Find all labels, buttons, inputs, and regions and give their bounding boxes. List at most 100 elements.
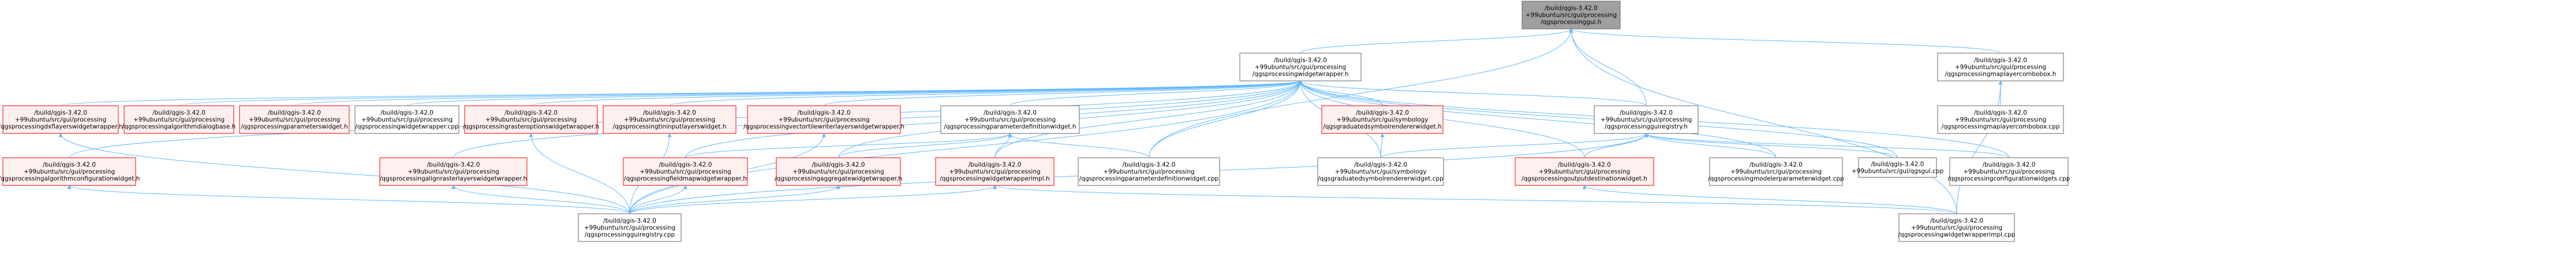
node-qgsprocessingtininputlayerswidget-h[interactable]: /build/qgis-3.42.0+99ubuntu/src/gui/proc… [603, 105, 736, 134]
node-label-line: /qgsprocessingtininputlayerswidget.h [613, 124, 727, 131]
node-qgsprocessingaggregatewidgetwrapper-h[interactable]: /build/qgis-3.42.0+99ubuntu/src/gui/proc… [775, 157, 902, 186]
node-qgsprocessingvectortilewriterlayerswidgetwrapper-h[interactable]: /build/qgis-3.42.0+99ubuntu/src/gui/proc… [743, 105, 904, 134]
node-label-line: /qgsprocessingrasteroptionswidgetwrapper… [463, 124, 599, 131]
node-qgsprocessingguiregistry-h[interactable]: /build/qgis-3.42.0+99ubuntu/src/gui/proc… [1594, 105, 1699, 134]
node-qgsprocessingmodelerparameterwidget-cpp[interactable]: /build/qgis-3.42.0+99ubuntu/src/gui/proc… [1708, 157, 1844, 186]
node-label-line: +99ubuntu/src/gui/processing [1911, 225, 2002, 232]
edge-n18-to-n25 [629, 185, 997, 214]
edge-n1-to-n3 [60, 80, 1302, 106]
node-label-line: /build/qgis-3.42.0 [1356, 110, 1409, 117]
node-qgsprocessinggui-h[interactable]: /build/qgis-3.42.0+99ubuntu/src/gui/proc… [1521, 1, 1621, 29]
node-label-line: +99ubuntu/src/gui/symbology [1335, 169, 1427, 176]
node-qgsprocessingalgorithmdialogbase-h[interactable]: /build/qgis-3.42.0+99ubuntu/src/gui/proc… [122, 105, 236, 134]
edge-n1-to-n5 [294, 80, 1302, 106]
edge-n12-to-n21 [1584, 133, 1648, 158]
node-label-line: /qgsgraduatedsymbolrendererwidget.h [1323, 124, 1441, 131]
node-label-line: +99ubuntu/src/gui/processing [24, 169, 115, 176]
node-label-line: /qgsprocessingguiregistry.cpp [585, 232, 675, 239]
node-qgsprocessingmaplayercombobox-h[interactable]: /build/qgis-3.42.0+99ubuntu/src/gui/proc… [1937, 53, 2064, 81]
node-qgsprocessingparameterswidget-h[interactable]: /build/qgis-3.42.0+99ubuntu/src/gui/proc… [239, 105, 350, 134]
node-label-line: +99ubuntu/src/gui/processing [1526, 12, 1617, 19]
node-label-line: +99ubuntu/src/gui/processing [485, 117, 577, 124]
node-box [124, 105, 234, 134]
node-box [464, 105, 598, 134]
node-label-line: +99ubuntu/src/gui/processing [1539, 169, 1630, 176]
edge-n7-to-n25 [529, 133, 630, 214]
node-box [1709, 157, 1843, 186]
node-label-line: /qgsprocessingparameterdefinitionwidget.… [1079, 176, 1219, 183]
node-label-line: +99ubuntu/src/gui/processing [778, 117, 869, 124]
node-box [1594, 105, 1699, 134]
edge-n1-to-n4 [178, 80, 1302, 106]
node-qgsgraduatedsymbolrendererwidget-h[interactable]: /build/qgis-3.42.0+99ubuntu/src/gui/symb… [1321, 105, 1444, 134]
node-label-line: +99ubuntu/src/gui/processing [1963, 169, 2054, 176]
node-qgsprocessingfieldmapwidgetwrapper-h[interactable]: /build/qgis-3.42.0+99ubuntu/src/gui/proc… [623, 157, 748, 186]
node-qgsprocessingwidgetwrapper-cpp[interactable]: /build/qgis-3.42.0+99ubuntu/src/gui/proc… [354, 105, 459, 134]
node-label-line: /build/qgis-3.42.0 [1974, 57, 2027, 64]
node-qgsprocessingconfigurationwidgets-cpp[interactable]: /build/qgis-3.42.0+99ubuntu/src/gui/proc… [1948, 157, 2070, 186]
node-label-line: /build/qgis-3.42.0 [1871, 161, 1924, 168]
node-qgsprocessingwidgetwrapperimpl-cpp[interactable]: /build/qgis-3.42.0+99ubuntu/src/gui/proc… [1898, 213, 2016, 242]
node-box [2, 157, 136, 186]
node-label-line: +99ubuntu/src/gui/processing [1730, 169, 1822, 176]
node-box [940, 105, 1080, 134]
node-label-line: /build/qgis-3.42.0 [1620, 110, 1673, 117]
node-label-line: +99ubuntu/src/gui/symbology [1337, 117, 1429, 124]
node-box [1898, 213, 2015, 242]
node-qgsprocessingalignrasterlayerswidgetwrapper-h[interactable]: /build/qgis-3.42.0+99ubuntu/src/gui/proc… [379, 157, 528, 186]
node-box [379, 157, 528, 186]
node-box [1937, 53, 2064, 81]
node-qgsgraduatedsymbolrendererwidget-cpp[interactable]: /build/qgis-3.42.0+99ubuntu/src/gui/symb… [1317, 157, 1444, 186]
edge-n1-to-n8 [669, 80, 1303, 106]
edge-n16-to-n25 [629, 185, 687, 214]
edge-n10-to-n17 [838, 133, 1012, 158]
node-label-line: /build/qgis-3.42.0 [984, 110, 1037, 117]
node-qgsprocessingalgorithmconfigurationwidget-h[interactable]: /build/qgis-3.42.0+99ubuntu/src/gui/proc… [0, 157, 140, 186]
node-label-line: /build/qgis-3.42.0 [1274, 57, 1327, 64]
node-box [747, 105, 901, 134]
node-label-line: +99ubuntu/src/gui/processing [792, 169, 884, 176]
edge-n1-to-n10 [1010, 80, 1303, 106]
node-box [1949, 157, 2069, 186]
edge-n1-to-n6 [406, 80, 1303, 106]
node-label-line: /build/qgis-3.42.0 [43, 162, 96, 169]
node-label-line: /build/qgis-3.42.0 [1749, 162, 1803, 169]
node-label-line: /build/qgis-3.42.0 [659, 162, 712, 169]
node-label-line: /qgsprocessingvectortilewriterlayerswidg… [743, 124, 904, 131]
edge-n1-to-n22 [1298, 80, 1777, 158]
node-label-line: /qgsprocessingguiregistry.h [1605, 124, 1688, 131]
node-qgsprocessingdxflayerswidgetwrapper-h[interactable]: /build/qgis-3.42.0+99ubuntu/src/gui/proc… [0, 105, 123, 134]
node-label-line: /qgsprocessingfieldmapwidgetwrapper.h [624, 176, 747, 183]
edge-n1-to-n19 [1149, 80, 1303, 158]
edge-n0-to-n26 [1569, 28, 1957, 214]
node-qgsprocessingwidgetwrapperimpl-h[interactable]: /build/qgis-3.42.0+99ubuntu/src/gui/proc… [935, 157, 1055, 186]
node-qgsprocessingrasteroptionswidgetwrapper-h[interactable]: /build/qgis-3.42.0+99ubuntu/src/gui/proc… [463, 105, 599, 134]
edge-n0-to-n12 [1569, 28, 1647, 106]
node-label-line: +99ubuntu/src/gui/processing [1955, 64, 2046, 71]
node-label-line: /build/qgis-3.42.0 [812, 162, 865, 169]
edge-n12-to-n22 [1644, 133, 1777, 158]
edge-n21-to-n26 [1582, 185, 1957, 214]
node-label-line: /qgsprocessingalgorithmdialogbase.h [122, 124, 236, 131]
node-qgsprocessingwidgetwrapper-h[interactable]: /build/qgis-3.42.0+99ubuntu/src/gui/proc… [1239, 53, 1362, 81]
node-box [935, 157, 1055, 186]
node-label-line: /build/qgis-3.42.0 [427, 162, 480, 169]
node-label-line: /qgsprocessingwidgetwrapper.h [1253, 71, 1349, 78]
node-label-line: +99ubuntu/src/gui/processing [133, 117, 225, 124]
node-qgsprocessingguiregistry-cpp[interactable]: /build/qgis-3.42.0+99ubuntu/src/gui/proc… [578, 213, 682, 242]
node-qgsprocessingoutputdestinationwidget-h[interactable]: /build/qgis-3.42.0+99ubuntu/src/gui/proc… [1515, 157, 1654, 186]
edge-n1-to-n9 [824, 80, 1303, 106]
node-label-line: /qgsprocessingoutputdestinationwidget.h [1521, 176, 1647, 183]
node-qgsprocessingparameterdefinitionwidget-cpp[interactable]: /build/qgis-3.42.0+99ubuntu/src/gui/proc… [1078, 157, 1220, 186]
node-label-line: /qgsgraduatedsymbolrendererwidget.cpp [1318, 176, 1444, 183]
node-qgsprocessingparameterdefinitionwidget-h[interactable]: /build/qgis-3.42.0+99ubuntu/src/gui/proc… [940, 105, 1080, 134]
node-box [1521, 1, 1621, 29]
node-99ubuntu-src-gui-qgsgui-cpp[interactable]: /build/qgis-3.42.0+99ubuntu/src/gui/qgsg… [1852, 157, 1944, 178]
node-box [776, 157, 901, 186]
node-label-line: +99ubuntu/src/gui/processing [949, 169, 1040, 176]
node-qgsprocessingmaplayercombobox-cpp[interactable]: /build/qgis-3.42.0+99ubuntu/src/gui/proc… [1937, 105, 2064, 134]
node-label-line: +99ubuntu/src/gui/processing [964, 117, 1056, 124]
node-label-line: +99ubuntu/src/gui/processing [1955, 117, 2046, 124]
node-box [1078, 157, 1220, 186]
